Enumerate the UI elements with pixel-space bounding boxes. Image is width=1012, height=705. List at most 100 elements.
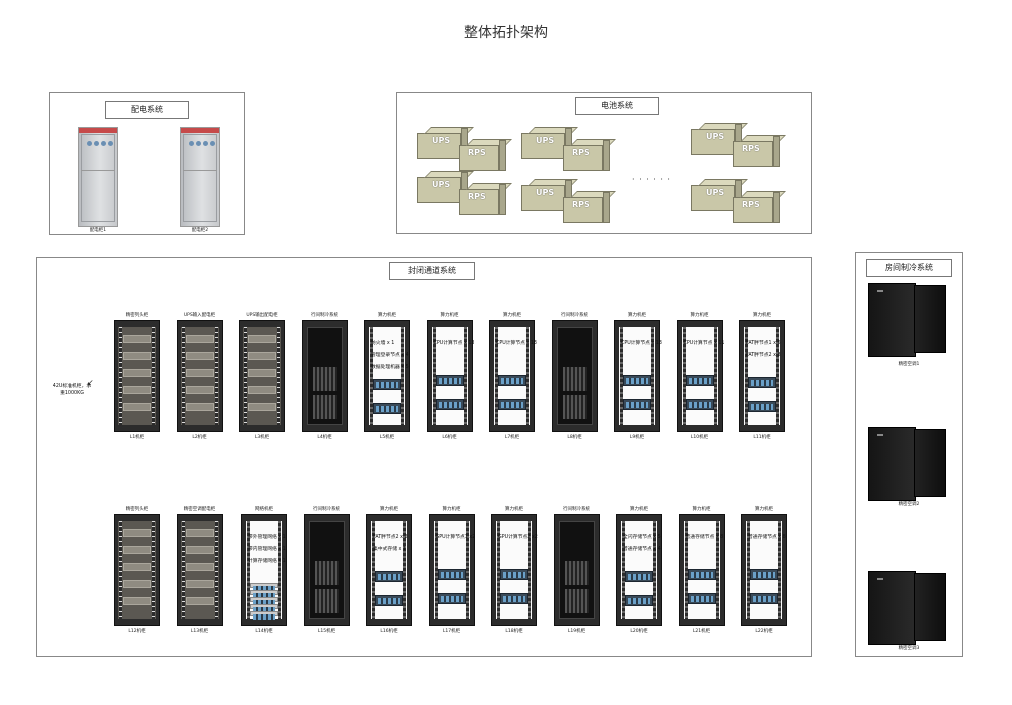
rack-content-label: CPU计算节点 x 13 [621, 341, 662, 346]
rack-content-label: 集中式存储 x 1 [373, 547, 406, 552]
rack-title: 算力机柜 [442, 507, 461, 512]
rack-caption: L5机柜 [379, 435, 395, 440]
rack-content-label: 带内管理网络 x 1 [248, 547, 286, 552]
rack-title: 算力机柜 [503, 313, 521, 318]
rack-content-label: CPU计算节点 x 13 [433, 341, 475, 346]
rack-title: 算力机柜 [505, 507, 523, 512]
ups-box: UPS [417, 127, 474, 159]
rack-content-label: 数据处理机器 x 5 [371, 365, 409, 370]
rack [551, 320, 598, 432]
rack-caption: L22机柜 [755, 629, 773, 634]
rps-label: RPS [468, 148, 486, 157]
ups-box: UPS [521, 127, 578, 159]
rack-caption: L19机柜 [567, 629, 586, 634]
rps-box: RPS [563, 191, 616, 223]
rack [114, 320, 160, 432]
rack: FAT胖节点2 x 2 集中式存储 x 1 [366, 514, 412, 626]
rack-caption: L21机柜 [692, 629, 711, 634]
rps-box: RPS [733, 191, 786, 223]
cooling-panel: 房间制冷系统 精密空调1 精密空调2 精密空调3 [855, 252, 963, 657]
rack-caption: L16机柜 [380, 629, 398, 634]
rack-caption: L18机柜 [505, 629, 523, 634]
rack-title: 算力机柜 [753, 313, 771, 318]
rps-label: RPS [742, 200, 760, 209]
rack-caption: L4机柜 [317, 435, 332, 440]
rps-label: RPS [742, 144, 760, 153]
rack-title: 算力机柜 [630, 507, 648, 512]
rps-box: RPS [459, 139, 512, 171]
rack: CPU计算节点 x 13 [614, 320, 662, 432]
rack-title: 精密列头柜 [125, 507, 149, 512]
ups-box: UPS [691, 179, 748, 211]
ups-label: UPS [706, 132, 725, 141]
rps-label: RPS [572, 148, 590, 157]
rack-content-label: FAT胖节点1 x 6 [746, 341, 781, 346]
rack-content-label: 普通存储节点 x 4 [623, 547, 661, 552]
rack-caption: L13机柜 [190, 629, 209, 634]
rack-caption: L1机柜 [129, 435, 145, 440]
rack-title: 算力机柜 [755, 507, 773, 512]
rack-content-label: 普通存储节点 x 8 [685, 535, 724, 540]
rack [176, 514, 223, 626]
ups-box: UPS [691, 123, 748, 155]
rps-label: RPS [468, 192, 486, 201]
rack-title: 精密列头柜 [125, 313, 149, 318]
ups-label: UPS [432, 136, 451, 145]
rack-caption: L9机柜 [629, 435, 645, 440]
rack-title: 行间制冷系统 [563, 507, 590, 512]
rack [303, 514, 350, 626]
rack-title: 算力机柜 [692, 507, 711, 512]
rack-title: 行间制冷系统 [561, 313, 588, 318]
rack-title: 精密空调配电柜 [183, 507, 216, 512]
rack-title: 算力机柜 [690, 313, 709, 318]
rack-content-label: FAT胖节点2 x 2 [373, 535, 408, 540]
rack-content-label: 带外管理网络 x 1 [248, 535, 286, 540]
ups-label: UPS [536, 188, 555, 197]
rack-caption: L2机柜 [192, 435, 207, 440]
ups-label: UPS [432, 180, 451, 189]
rps-box: RPS [459, 183, 512, 215]
power-cabinet [78, 127, 118, 227]
rack [176, 320, 223, 432]
rack-content-label: GPU计算节点1 x2 [435, 535, 476, 540]
rack-title: 网络机柜 [255, 507, 273, 512]
rack-caption: L20机柜 [630, 629, 648, 634]
rack: 全闪存储节点 x 5 普通存储节点 x 4 [616, 514, 662, 626]
rack: CPU计算节点 x 13 [426, 320, 475, 432]
rack-content-label: CPU计算节点 x 13 [496, 341, 537, 346]
rack-content-label: 全闪存储节点 x 5 [623, 535, 661, 540]
rack-title: 行间制冷系统 [313, 507, 340, 512]
rack-title: 行间制冷系统 [311, 313, 338, 318]
rack-content-label: 管理登录节点 x 4 [371, 353, 409, 358]
rps-box: RPS [733, 135, 786, 167]
crac-label: 精密空调3 [898, 646, 920, 651]
rack [553, 514, 600, 626]
rack-title: 算力机柜 [628, 313, 646, 318]
rack-caption: L3机柜 [254, 435, 270, 440]
aisle-title: 封闭通道系统 [389, 262, 475, 280]
power-title: 配电系统 [105, 101, 189, 119]
power-cabinet [180, 127, 220, 227]
rack [301, 320, 348, 432]
power-panel: 配电系统 配电柜1 配电柜2 [49, 92, 245, 235]
crac-unit [868, 283, 946, 357]
rack-caption: L14机柜 [255, 629, 273, 634]
ups-box: UPS [521, 179, 578, 211]
ups-label: UPS [536, 136, 555, 145]
rack-title: UPS输出配电柜 [246, 313, 278, 318]
rack-title: 算力机柜 [378, 313, 396, 318]
rack: GPU计算节点2 x2 [491, 514, 538, 626]
rack: CPU计算节点 x 13 [489, 320, 537, 432]
rack-caption: L10机柜 [690, 435, 709, 440]
rack: 带外管理网络 x 1 带内管理网络 x 1 计算存储网络 x 1 [241, 514, 287, 626]
rack-caption: L6机柜 [442, 435, 457, 440]
crac-label: 精密空调1 [898, 362, 920, 367]
crac-label: 精密空调2 [898, 502, 920, 507]
rack-caption: L7机柜 [504, 435, 520, 440]
rack-content-label: 计算存储网络 x 1 [248, 559, 286, 564]
rps-label: RPS [572, 200, 590, 209]
ups-box: UPS [417, 171, 474, 203]
